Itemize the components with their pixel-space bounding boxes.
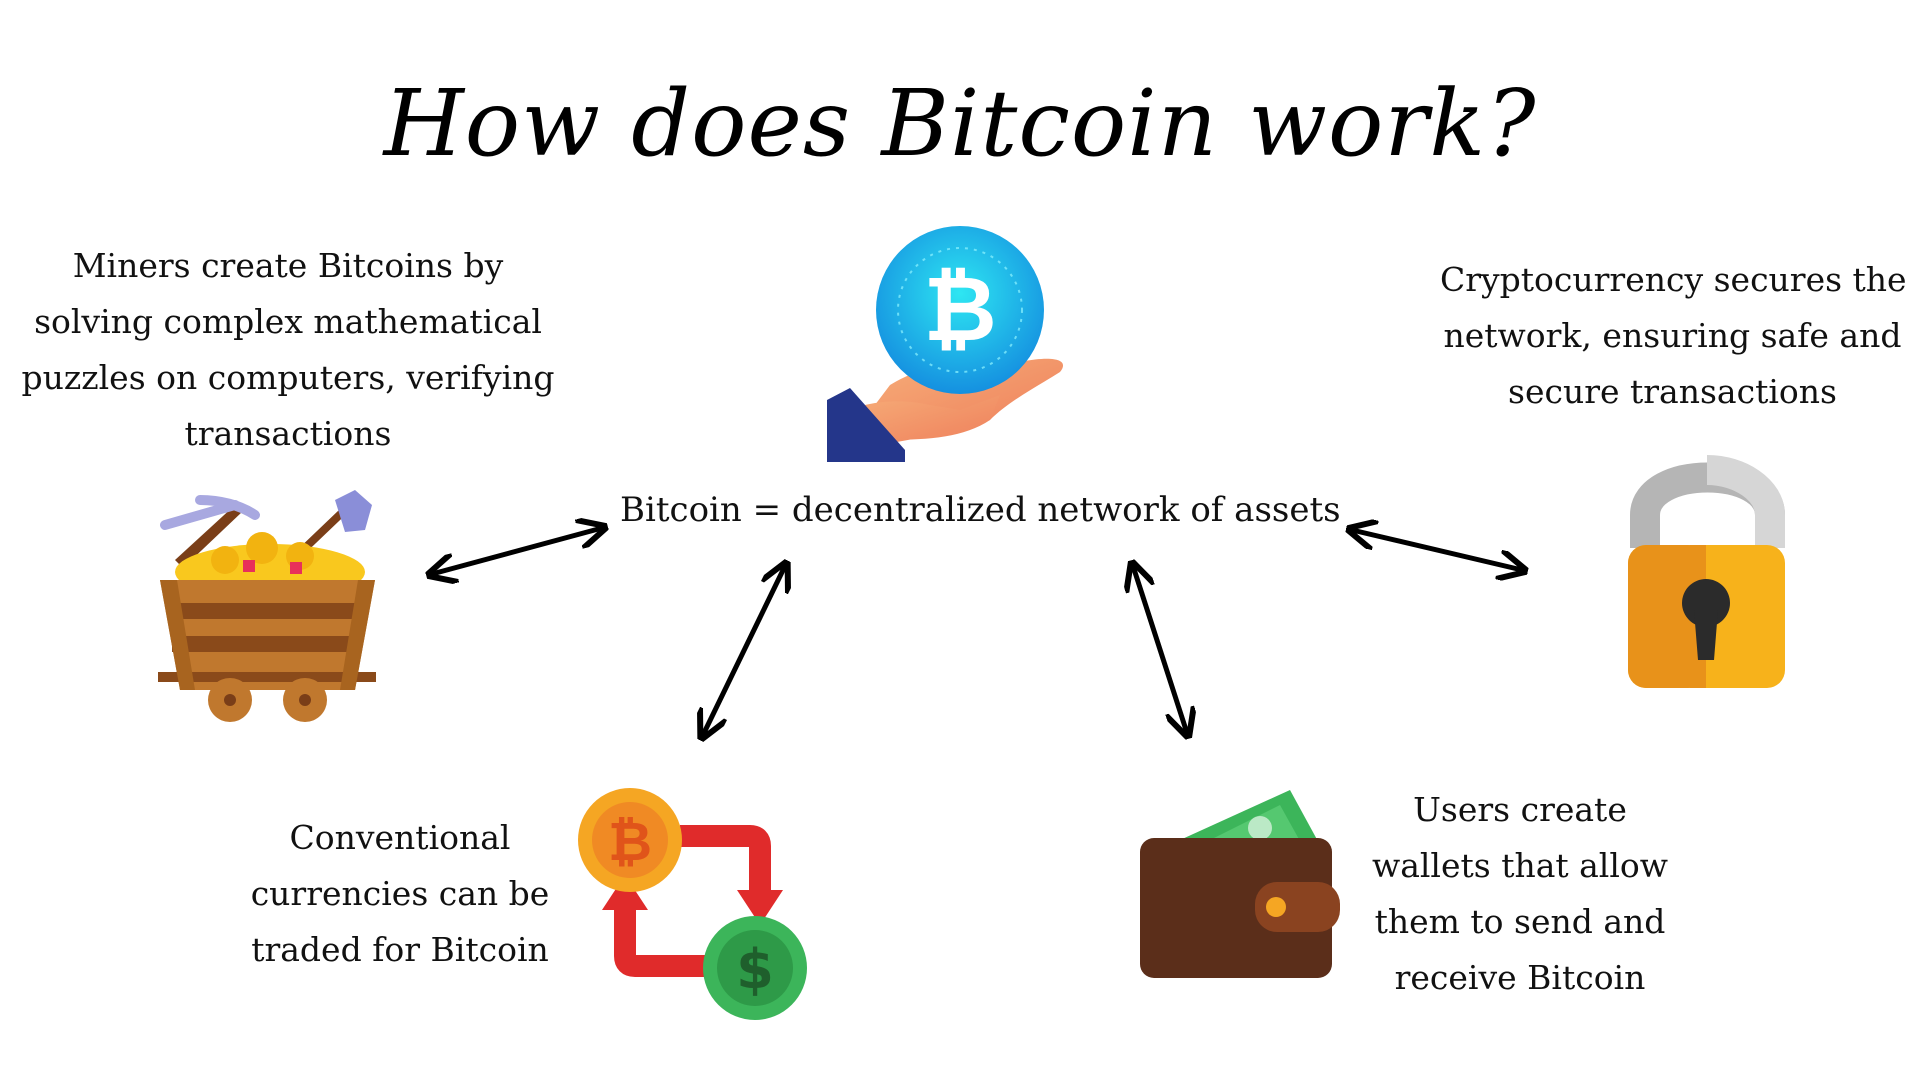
- padlock-icon: [1628, 455, 1785, 688]
- security-line-2: network, ensuring safe and: [1443, 316, 1902, 355]
- exchange-line-3: traded for Bitcoin: [251, 930, 549, 969]
- security-line-1: Cryptocurrency secures the: [1440, 260, 1907, 299]
- miners-line-2: solving complex mathematical: [34, 302, 542, 341]
- currency-exchange-icon: ₿ $: [578, 788, 807, 1020]
- arrow-wallets: [1133, 566, 1187, 733]
- exchange-line-1: Conventional: [289, 818, 511, 857]
- arrow-miners: [432, 528, 602, 574]
- hand-holding-bitcoin-icon: ₿: [827, 226, 1064, 462]
- diagram-title: How does Bitcoin work?: [383, 70, 1537, 177]
- mining-cart-icon: [158, 490, 376, 722]
- wallets-line-4: receive Bitcoin: [1394, 958, 1646, 997]
- svg-text:₿: ₿: [923, 257, 996, 362]
- svg-text:₿: ₿: [608, 810, 652, 873]
- miners-line-4: transactions: [184, 414, 392, 453]
- wallets-line-1: Users create: [1413, 790, 1627, 829]
- wallet-icon: [1140, 790, 1340, 978]
- security-line-3: secure transactions: [1508, 372, 1837, 411]
- security-description: Cryptocurrency secures the network, ensu…: [1440, 252, 1907, 420]
- wallets-description: Users create wallets that allow them to …: [1360, 782, 1680, 1006]
- svg-text:$: $: [736, 938, 774, 1001]
- miners-description: Miners create Bitcoins by solving comple…: [18, 238, 558, 462]
- arrow-exchange: [703, 566, 785, 735]
- miners-line-3: puzzles on computers, verifying: [21, 358, 555, 397]
- arrow-security: [1352, 530, 1522, 570]
- exchange-description: Conventional currencies can be traded fo…: [235, 810, 565, 978]
- exchange-line-2: currencies can be: [250, 874, 550, 913]
- wallets-line-3: them to send and: [1374, 902, 1666, 941]
- center-label: Bitcoin = decentralized network of asset…: [620, 490, 1341, 530]
- miners-line-1: Miners create Bitcoins by: [72, 246, 504, 285]
- wallets-line-2: wallets that allow: [1371, 846, 1669, 885]
